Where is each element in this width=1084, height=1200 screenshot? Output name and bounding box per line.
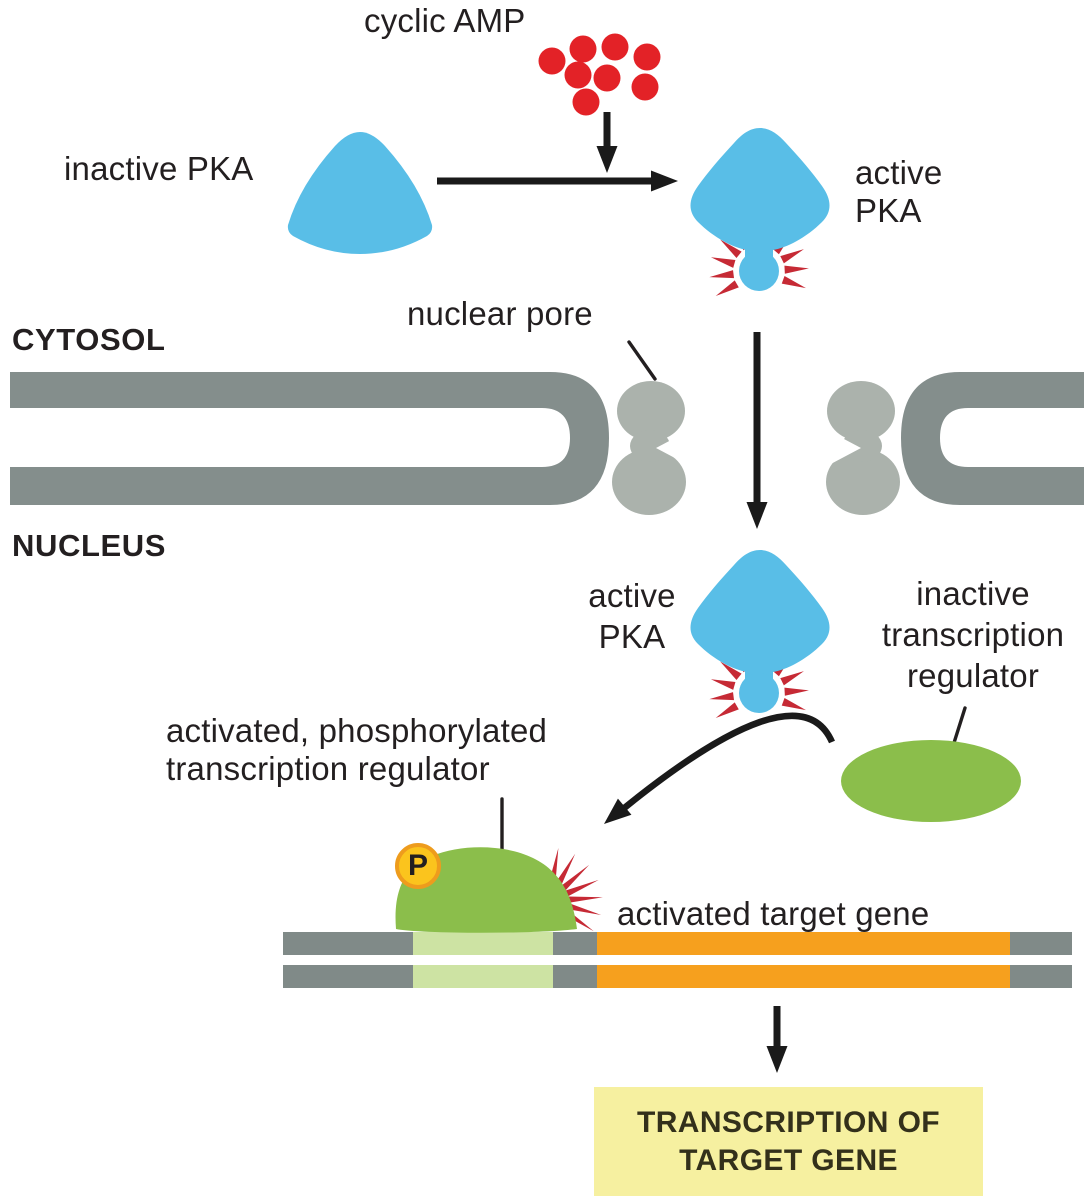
cyclic-amp-molecule (601, 33, 629, 61)
inactive-regulator-label: inactive transcription regulator (860, 574, 1084, 697)
activity-spike (710, 679, 736, 690)
activation-arrowhead (651, 170, 678, 192)
inactive-regulator-shape (841, 740, 1021, 822)
active-pka-label-line2: PKA (855, 191, 922, 229)
cytosol-label: CYTOSOL (12, 322, 166, 357)
active-pka-label-cytosol: active PKA (855, 154, 942, 230)
active-pka-shape-nucleus (690, 550, 830, 713)
inactive-pka-label: inactive PKA (64, 150, 254, 187)
dna-strand-top (283, 932, 1072, 955)
transcription-box-line2: TARGET GENE (679, 1143, 898, 1177)
nuclear-envelope-right (901, 372, 1084, 505)
transcription-result-box: TRANSCRIPTION OF TARGET GENE (594, 1087, 983, 1196)
cyclic-amp-molecule (572, 88, 600, 116)
active-pka-label-nucleus: active PKA (572, 576, 692, 658)
activated-regulator-label: activated, phosphorylated transcription … (166, 712, 547, 788)
active-pka-label-line2: PKA (598, 617, 666, 655)
active-pka-label-line1: active (588, 577, 676, 614)
inactive-regulator-label-line3: regulator (906, 656, 1040, 694)
cyclic-amp-molecules (538, 33, 661, 116)
active-pka-label-line1: active (855, 154, 943, 191)
activated-regulator-label-line2: transcription regulator (166, 749, 490, 787)
activity-spike (565, 879, 599, 897)
activity-spike (780, 671, 804, 686)
phosphate-badge: P (395, 843, 441, 889)
activity-spike (715, 280, 739, 296)
nuclear-pore-label: nuclear pore (407, 295, 593, 332)
cyclic-amp-molecule (538, 47, 566, 75)
cyclic-amp-label: cyclic AMP (364, 2, 526, 39)
cyclic-amp-molecule (564, 61, 592, 89)
activity-spike (720, 239, 742, 258)
inactive-regulator-pointer-line (951, 706, 967, 748)
phosphate-letter: P (407, 849, 428, 882)
inactive-regulator-label-line1: inactive (916, 575, 1030, 612)
cyclic-amp-molecule (569, 35, 597, 63)
activity-spike (568, 896, 603, 903)
dna-strand-bottom (283, 965, 1072, 988)
activity-spike (710, 257, 736, 268)
cyclic-amp-molecule (633, 43, 661, 71)
inactive-pka-shape (287, 132, 433, 254)
active-pka-shape-cytosol (690, 128, 830, 291)
activity-spike (555, 853, 576, 886)
cyclic-amp-molecule (593, 64, 621, 92)
nucleus-label: NUCLEUS (12, 528, 167, 563)
nuclear-envelope-left (10, 372, 609, 505)
activated-regulator-label-line1: activated, phosphorylated (166, 712, 548, 749)
activity-spike (781, 697, 806, 711)
nuclear-pore-left (610, 379, 690, 517)
nuclear-pore-pointer-line (627, 340, 657, 381)
transcription-box-line1: TRANSCRIPTION OF (636, 1106, 941, 1139)
activity-spike (720, 661, 742, 680)
activity-spike (784, 265, 809, 274)
nuclear-import-arrowhead (746, 502, 768, 529)
cyclic-amp-molecule (631, 73, 659, 101)
activity-spike (561, 864, 590, 891)
arrows (437, 112, 835, 1073)
activity-spike (709, 270, 735, 279)
pore-notch (827, 430, 861, 466)
activated-regulator-shape (395, 847, 577, 933)
activated-target-gene-label: activated target gene (617, 895, 930, 932)
activity-spike (784, 687, 809, 696)
activity-spike (709, 692, 735, 701)
nuclear-pore-right (824, 379, 902, 517)
transcription-arrowhead (766, 1046, 788, 1073)
inactive-regulator-label-line2: transcription (881, 615, 1065, 653)
phosphorylation-arrow (609, 712, 835, 821)
activated-regulator-spikes (549, 847, 603, 932)
dna-strands (283, 932, 1072, 988)
camp-down-arrowhead (596, 146, 618, 173)
activity-spike (781, 275, 806, 289)
activity-spike (715, 702, 739, 718)
activity-spike (567, 903, 602, 915)
activity-spike (780, 249, 804, 264)
pore-notch (656, 430, 690, 466)
